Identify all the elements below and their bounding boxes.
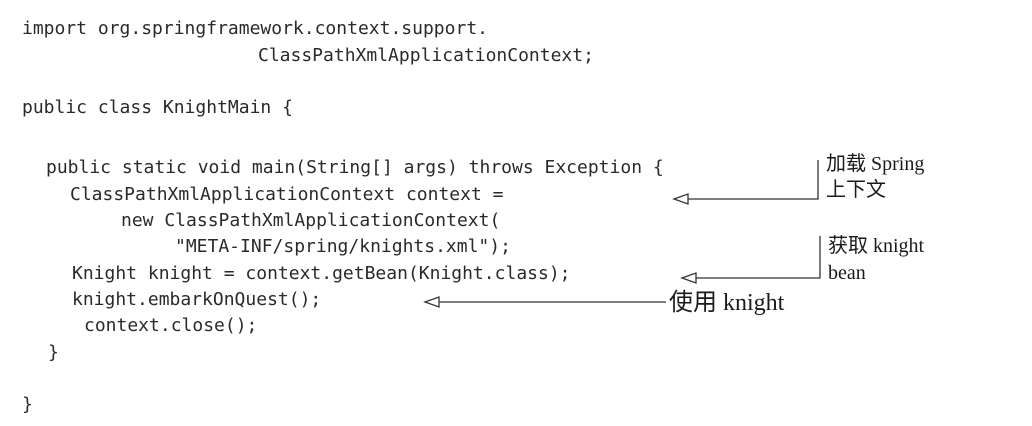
code-line: knight.embarkOnQuest(); bbox=[72, 289, 322, 310]
code-line: Knight knight = context.getBean(Knight.c… bbox=[72, 263, 571, 284]
load-context-callout-arrow bbox=[672, 160, 819, 205]
load-context-annotation-line1: 加载 Spring bbox=[826, 153, 925, 175]
load-context-annotation-line2: 上下文 bbox=[826, 179, 886, 201]
code-line: "META-INF/spring/knights.xml"); bbox=[175, 236, 511, 257]
code-line: public class KnightMain { bbox=[22, 97, 293, 118]
code-line: } bbox=[48, 342, 59, 363]
code-line: ClassPathXmlApplicationContext context = bbox=[70, 184, 504, 205]
code-line: } bbox=[22, 394, 33, 415]
code-line: context.close(); bbox=[84, 315, 258, 336]
get-bean-callout-arrow bbox=[680, 236, 821, 284]
use-knight-callout-arrow bbox=[423, 296, 666, 308]
code-line: ClassPathXmlApplicationContext; bbox=[258, 45, 594, 66]
get-bean-annotation-line1: 获取 knight bbox=[828, 235, 925, 257]
use-knight-annotation: 使用 knight bbox=[669, 290, 785, 316]
code-line: new ClassPathXmlApplicationContext( bbox=[121, 210, 501, 231]
code-line: public static void main(String[] args) t… bbox=[46, 157, 664, 178]
get-bean-annotation-line2: bean bbox=[828, 262, 866, 284]
code-line: import org.springframework.context.suppo… bbox=[22, 18, 488, 39]
